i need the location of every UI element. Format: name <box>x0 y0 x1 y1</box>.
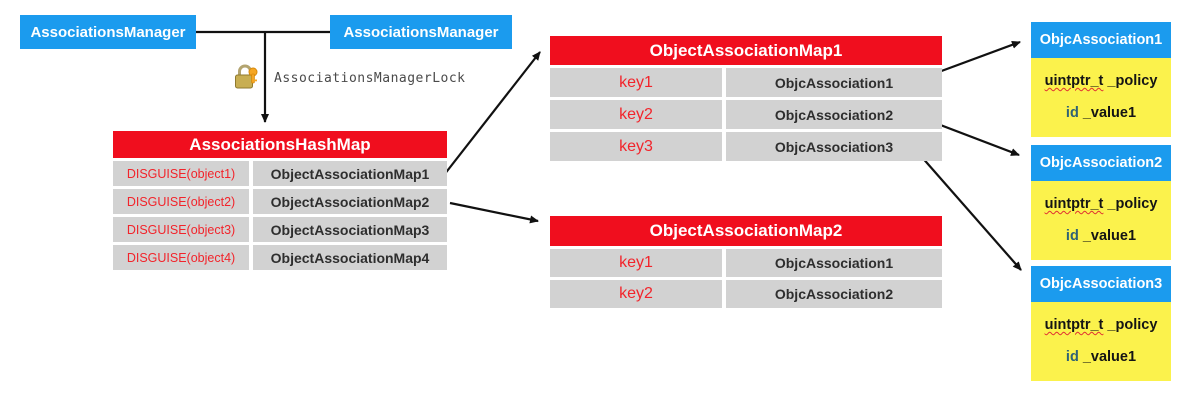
associations-manager-box-right: AssociationsManager <box>330 15 512 49</box>
object-association-map2-table: ObjectAssociationMap2 key1 ObjcAssociati… <box>550 216 942 308</box>
table-title: AssociationsHashMap <box>113 131 447 158</box>
policy-field: uintptr_t _policy <box>1031 315 1171 335</box>
connector-hashmap-row2-to-map2 <box>449 201 539 224</box>
objc-association1-block: ObjcAssociation1 uintptr_t _policy id _v… <box>1031 22 1171 137</box>
row-value: ObjcAssociation2 <box>726 280 942 308</box>
row-key: DISGUISE(object4) <box>113 245 249 270</box>
table-title: ObjectAssociationMap1 <box>550 36 942 65</box>
row-key: key3 <box>550 132 722 161</box>
associations-manager-box-left: AssociationsManager <box>20 15 196 49</box>
value-type: id <box>1065 228 1079 244</box>
value-type: id <box>1065 349 1079 365</box>
policy-name: _policy <box>1103 196 1158 212</box>
value-field: id _value1 <box>1031 103 1171 123</box>
table-row: DISGUISE(object1) ObjectAssociationMap1 <box>113 161 447 186</box>
policy-field: uintptr_t _policy <box>1031 71 1171 91</box>
row-key: DISGUISE(object1) <box>113 161 249 186</box>
policy-type: uintptr_t <box>1044 196 1104 212</box>
associations-manager-label: AssociationsManager <box>30 23 186 41</box>
table-row: key1 ObjcAssociation1 <box>550 249 942 277</box>
table-row: key1 ObjcAssociation1 <box>550 68 942 97</box>
block-body: uintptr_t _policy id _value1 <box>1031 58 1171 137</box>
lock-with-key-icon <box>235 64 258 89</box>
value-field: id _value1 <box>1031 226 1171 246</box>
table-row: key2 ObjcAssociation2 <box>550 280 942 308</box>
row-key: key2 <box>550 280 722 308</box>
table-row: DISGUISE(object2) ObjectAssociationMap2 <box>113 189 447 214</box>
value-name: _value1 <box>1078 228 1137 244</box>
block-title: ObjcAssociation3 <box>1031 266 1171 302</box>
value-name: _value1 <box>1078 105 1137 121</box>
table-row: DISGUISE(object4) ObjectAssociationMap4 <box>113 245 447 270</box>
policy-field: uintptr_t _policy <box>1031 194 1171 214</box>
policy-name: _policy <box>1103 73 1158 89</box>
row-value: ObjectAssociationMap3 <box>253 217 447 242</box>
associations-hashmap-table: AssociationsHashMap DISGUISE(object1) Ob… <box>113 131 447 270</box>
row-key: key2 <box>550 100 722 129</box>
policy-type: uintptr_t <box>1044 317 1104 333</box>
policy-name: _policy <box>1103 317 1158 333</box>
block-body: uintptr_t _policy id _value1 <box>1031 181 1171 260</box>
row-value: ObjectAssociationMap2 <box>253 189 447 214</box>
row-value: ObjcAssociation2 <box>726 100 942 129</box>
associations-manager-label: AssociationsManager <box>343 23 499 41</box>
value-field: id _value1 <box>1031 347 1171 367</box>
row-key: key1 <box>550 68 722 97</box>
policy-type: uintptr_t <box>1044 73 1104 89</box>
row-key: DISGUISE(object3) <box>113 217 249 242</box>
value-name: _value1 <box>1078 349 1137 365</box>
table-row: key2 ObjcAssociation2 <box>550 100 942 129</box>
object-association-map1-table: ObjectAssociationMap1 key1 ObjcAssociati… <box>550 36 942 161</box>
table-row: key3 ObjcAssociation3 <box>550 132 942 161</box>
objc-association2-block: ObjcAssociation2 uintptr_t _policy id _v… <box>1031 145 1171 260</box>
row-value: ObjcAssociation3 <box>726 132 942 161</box>
row-key: key1 <box>550 249 722 277</box>
block-body: uintptr_t _policy id _value1 <box>1031 302 1171 381</box>
block-title: ObjcAssociation1 <box>1031 22 1171 58</box>
block-title: ObjcAssociation2 <box>1031 145 1171 181</box>
row-key: DISGUISE(object2) <box>113 189 249 214</box>
table-row: DISGUISE(object3) ObjectAssociationMap3 <box>113 217 447 242</box>
value-type: id <box>1065 105 1079 121</box>
row-value: ObjectAssociationMap4 <box>253 245 447 270</box>
row-value: ObjcAssociation1 <box>726 249 942 277</box>
row-value: ObjectAssociationMap1 <box>253 161 447 186</box>
objc-association3-block: ObjcAssociation3 uintptr_t _policy id _v… <box>1031 266 1171 381</box>
row-value: ObjcAssociation1 <box>726 68 942 97</box>
table-title: ObjectAssociationMap2 <box>550 216 942 246</box>
associations-manager-lock-label: AssociationsManagerLock <box>274 71 466 86</box>
